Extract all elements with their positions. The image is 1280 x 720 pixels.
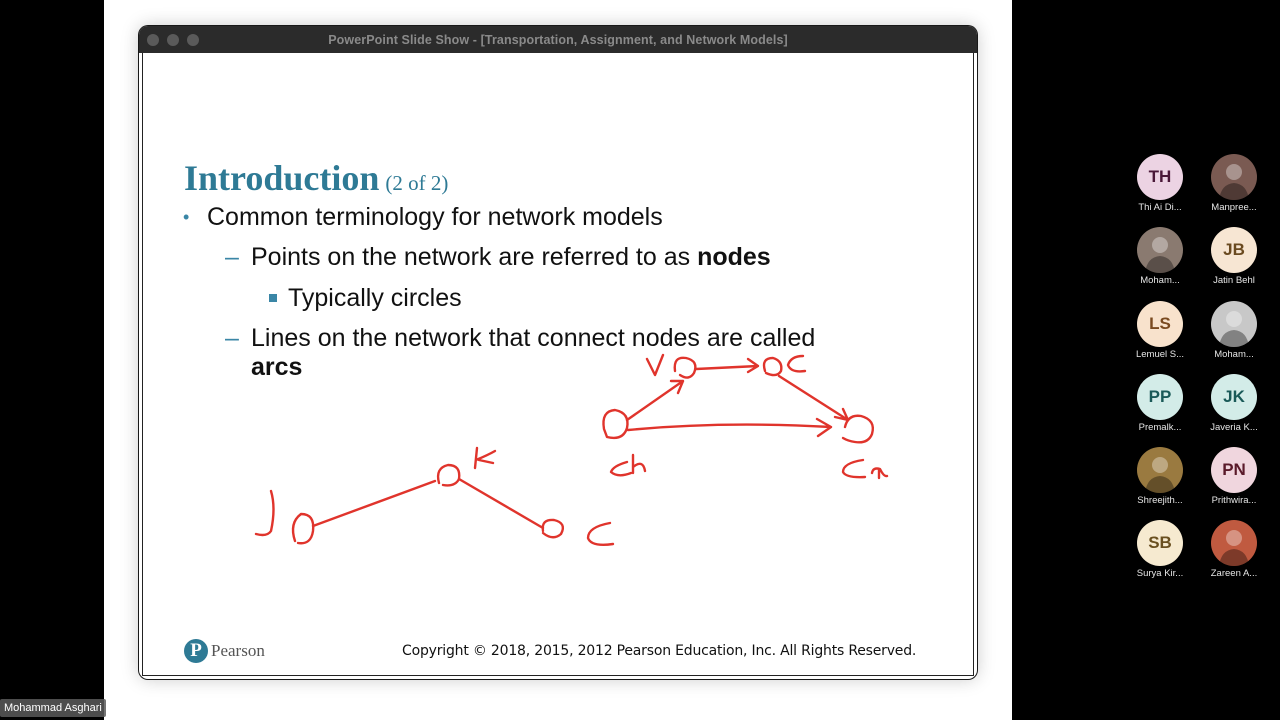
slide-title-text: Introduction	[184, 158, 380, 198]
participant-tile[interactable]: Moham...	[1123, 227, 1197, 297]
participant-tile[interactable]: SB Surya Kir...	[1123, 520, 1197, 590]
window-titlebar[interactable]: PowerPoint Slide Show - [Transportation,…	[139, 26, 977, 53]
person-silhouette-icon	[1219, 530, 1249, 566]
participant-name: Prithwira...	[1211, 495, 1257, 506]
participant-name: Thi Ai Di...	[1138, 202, 1182, 213]
bullet-level3: Typically circles	[269, 284, 462, 313]
bullet-level2-nodes: – Points on the network are referred to …	[225, 243, 771, 272]
participant-tile[interactable]: LS Lemuel S...	[1123, 301, 1197, 371]
participant-tile[interactable]: TH Thi Ai Di...	[1123, 154, 1197, 224]
pearson-p-icon: P	[184, 639, 208, 663]
arc-J-K	[311, 479, 437, 528]
zoom-button[interactable]	[187, 34, 199, 46]
pearson-logo: P Pearson	[184, 639, 265, 663]
participant-tile[interactable]: Moham...	[1197, 301, 1271, 371]
person-silhouette-icon	[1145, 457, 1175, 493]
participant-initials-avatar: JK	[1211, 374, 1257, 420]
participant-name: Javeria K...	[1210, 422, 1258, 433]
active-speaker-name: Mohammad Asghari	[0, 699, 106, 717]
bullet-dash-icon: –	[225, 243, 239, 271]
participant-tile[interactable]: PN Prithwira...	[1197, 447, 1271, 517]
powerpoint-window: PowerPoint Slide Show - [Transportation,…	[139, 26, 977, 679]
pearson-wordmark: Pearson	[211, 641, 265, 660]
participant-initials-avatar: SB	[1137, 520, 1183, 566]
bullet-text: Typically circles	[288, 284, 462, 312]
slide[interactable]: Introduction(2 of 2) • Common terminolog…	[142, 53, 974, 676]
participant-tile[interactable]: JB Jatin Behl	[1197, 227, 1271, 297]
arc-origin-Ca	[626, 417, 833, 438]
participant-tile[interactable]: Zareen A...	[1197, 520, 1271, 590]
participant-name: Lemuel S...	[1135, 349, 1185, 360]
participant-name: Moham...	[1140, 275, 1180, 286]
arc-C-Ca	[777, 374, 850, 422]
participant-tile[interactable]: Manpree...	[1197, 154, 1271, 224]
participant-name: Zareen A...	[1210, 568, 1258, 579]
node-Ca	[841, 414, 875, 444]
person-silhouette-icon	[1219, 311, 1249, 347]
bullet-level2-arcs: – Lines on the network that connect node…	[225, 324, 816, 382]
label-K	[473, 446, 497, 470]
bullet-square-icon	[269, 294, 277, 302]
participant-photo-avatar	[1211, 520, 1257, 566]
window-title: PowerPoint Slide Show - [Transportation,…	[328, 32, 788, 47]
participant-initials-avatar: TH	[1137, 154, 1183, 200]
shared-screen: PowerPoint Slide Show - [Transportation,…	[104, 0, 1012, 720]
bullet-dash-icon: –	[225, 324, 239, 352]
participant-name: Shreejith...	[1137, 495, 1183, 506]
participant-tile[interactable]: Shreejith...	[1123, 447, 1197, 517]
node-J	[291, 512, 315, 545]
bullet-bold-term: arcs	[251, 353, 303, 381]
bullet-dot-icon: •	[183, 207, 190, 227]
label-C	[586, 521, 615, 546]
participant-name: Manpree...	[1211, 202, 1257, 213]
copyright-notice: Copyright © 2018, 2015, 2012 Pearson Edu…	[402, 643, 917, 659]
bullet-level1: • Common terminology for network models	[183, 203, 663, 232]
arc-K-C	[457, 477, 545, 530]
slide-title-suffix: (2 of 2)	[385, 171, 449, 195]
node-ch-origin	[602, 408, 629, 440]
participant-photo-avatar	[1211, 301, 1257, 347]
participant-name: Jatin Behl	[1213, 275, 1255, 286]
participant-initials-avatar: PP	[1137, 374, 1183, 420]
slide-title: Introduction(2 of 2)	[184, 157, 448, 199]
node-K	[436, 463, 461, 487]
label-ch	[609, 453, 647, 477]
participant-photo-avatar	[1211, 154, 1257, 200]
participant-tile[interactable]: JK Javeria K...	[1197, 374, 1271, 444]
node-C	[541, 518, 565, 539]
participant-tile[interactable]: PP Premalk...	[1123, 374, 1197, 444]
arc-origin-V	[625, 379, 685, 422]
participant-photo-avatar	[1137, 227, 1183, 273]
participant-initials-avatar: PN	[1211, 447, 1257, 493]
bullet-text: Points on the network are referred to as	[251, 243, 698, 271]
bullet-text: Lines on the network that connect nodes …	[251, 324, 816, 352]
participant-name: Premalk...	[1138, 422, 1182, 433]
label-J	[254, 489, 275, 537]
bullet-text: Common terminology for network models	[207, 203, 663, 231]
close-button[interactable]	[147, 34, 159, 46]
participant-initials-avatar: LS	[1137, 301, 1183, 347]
person-silhouette-icon	[1219, 164, 1249, 200]
participant-photo-avatar	[1137, 447, 1183, 493]
participant-name: Moham...	[1214, 349, 1254, 360]
bullet-bold-term: nodes	[697, 243, 771, 271]
participant-initials-avatar: JB	[1211, 227, 1257, 273]
person-silhouette-icon	[1145, 237, 1175, 273]
label-ca	[841, 458, 889, 480]
participant-name: Surya Kir...	[1136, 568, 1184, 579]
minimize-button[interactable]	[167, 34, 179, 46]
